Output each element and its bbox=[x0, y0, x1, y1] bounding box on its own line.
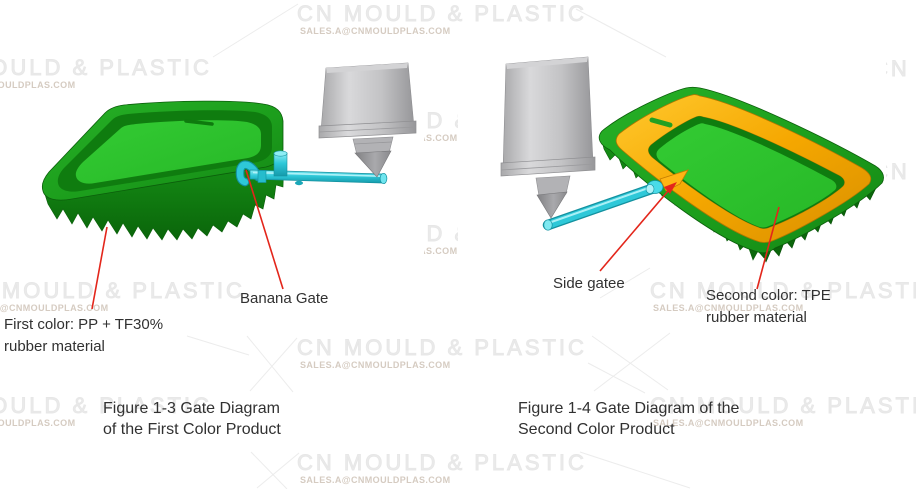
caption-line: Figure 1-4 Gate Diagram of the bbox=[518, 400, 740, 417]
runner-stub-face bbox=[645, 184, 655, 194]
runner-rod bbox=[544, 183, 661, 229]
leader-second-color bbox=[756, 206, 780, 290]
runner-collar bbox=[257, 170, 267, 183]
material-label-line: Second color: TPE bbox=[706, 287, 831, 304]
runner-rod-highlight bbox=[549, 185, 655, 224]
nozzle-tip-cone bbox=[536, 191, 568, 219]
tray-floor bbox=[75, 120, 261, 184]
runner-end-cap bbox=[543, 219, 553, 231]
nozzle-top-face bbox=[326, 63, 408, 73]
tray-rim-slot bbox=[184, 119, 214, 126]
gate-label-text: Side gatee bbox=[553, 275, 625, 292]
second-color-product-model bbox=[598, 86, 884, 263]
injection-nozzle-right bbox=[500, 56, 596, 219]
nozzle-ring-line bbox=[500, 163, 596, 171]
caption-line: of the First Color Product bbox=[103, 421, 281, 438]
tray-floor bbox=[656, 123, 837, 228]
nozzle-tip-cone bbox=[354, 150, 392, 178]
runner-nub bbox=[295, 180, 303, 186]
runner-end-cap bbox=[379, 172, 388, 185]
caption-line: Figure 1-3 Gate Diagram bbox=[103, 400, 280, 417]
side-gate-label: Side gatee bbox=[553, 273, 625, 295]
nozzle-top-face bbox=[506, 57, 588, 69]
nozzle-body bbox=[320, 62, 415, 132]
banana-gate-label: Banana Gate bbox=[240, 288, 328, 310]
material-label-line: rubber material bbox=[4, 338, 105, 355]
figure-1-3-caption: Figure 1-3 Gate Diagram of the First Col… bbox=[103, 398, 281, 440]
material-label-line: First color: PP + TF30% bbox=[4, 316, 164, 333]
nozzle-body bbox=[502, 56, 594, 172]
leader-first-color bbox=[91, 226, 108, 310]
second-color-material-label: Second color: TPE rubber material bbox=[706, 285, 831, 329]
watermark-lines bbox=[186, 3, 691, 489]
leader-arrowhead bbox=[664, 182, 677, 194]
banana-gate-hook-fill bbox=[236, 161, 262, 186]
gate-label-text: Banana Gate bbox=[240, 290, 329, 307]
material-label-line: rubber material bbox=[706, 309, 807, 326]
figure-1-4-caption: Figure 1-4 Gate Diagram of the Second Co… bbox=[518, 398, 739, 440]
side-gate-runner bbox=[542, 169, 689, 231]
nozzle-ring-line bbox=[318, 126, 417, 133]
first-color-material-label: First color: PP + TF30% rubber material bbox=[4, 314, 163, 358]
tray-rim-slot bbox=[649, 117, 673, 128]
leader-lines bbox=[91, 169, 780, 310]
injection-nozzle-left bbox=[318, 62, 417, 178]
banana-gate-runner bbox=[235, 150, 388, 187]
leader-side-gate bbox=[599, 183, 675, 272]
first-color-product-model bbox=[41, 100, 285, 241]
leader-banana-gate bbox=[245, 169, 284, 290]
nozzle-ring bbox=[500, 156, 596, 177]
caption-line: Second Color Product bbox=[518, 421, 675, 438]
sprue-stub-top bbox=[273, 150, 288, 157]
nozzle-neck-line bbox=[353, 141, 393, 145]
